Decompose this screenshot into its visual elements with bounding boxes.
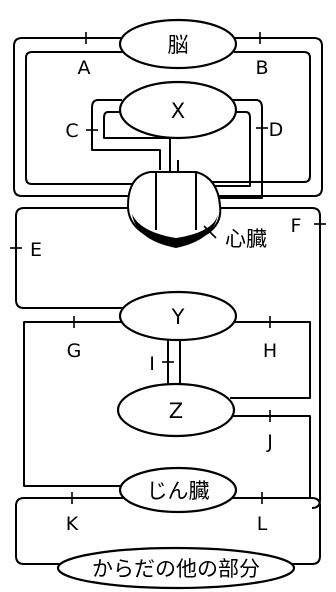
vessel-g-label: G: [67, 340, 82, 362]
vessel-paths: [13, 37, 323, 565]
vessel-i-label: I: [149, 353, 155, 375]
vessel-e-label: E: [30, 239, 42, 261]
x-organ-label: X: [171, 99, 185, 123]
vessel-l-label: L: [257, 513, 268, 535]
vessel-d-label: D: [269, 119, 284, 141]
vessel-f-label: F: [291, 215, 302, 237]
heart-pointer-line: [203, 225, 217, 239]
other-body-ellipse: [56, 546, 296, 590]
vessel-b-label: B: [255, 57, 268, 79]
vessel-c-label: C: [65, 120, 78, 142]
brain-ellipse: [118, 18, 238, 70]
brain-label: 脳: [168, 33, 189, 57]
vessel-ticks: [10, 32, 326, 504]
z-organ-ellipse: [116, 382, 236, 438]
vessel-k-label: K: [66, 513, 79, 535]
z-organ-label: Z: [169, 399, 183, 423]
vessel-h-label: H: [263, 340, 277, 362]
heart-label: 心臓: [225, 227, 267, 251]
y-organ-label: Y: [171, 305, 185, 329]
vessel-j-label: J: [266, 431, 273, 453]
kidney-label: じん臓: [147, 479, 210, 503]
vessel-a-label: A: [78, 57, 91, 79]
x-organ-ellipse: [118, 80, 238, 140]
kidney-ellipse: [118, 466, 238, 514]
heart: [126, 171, 222, 248]
other-body-label: からだの他の部分: [92, 557, 260, 581]
y-organ-ellipse: [118, 290, 238, 342]
